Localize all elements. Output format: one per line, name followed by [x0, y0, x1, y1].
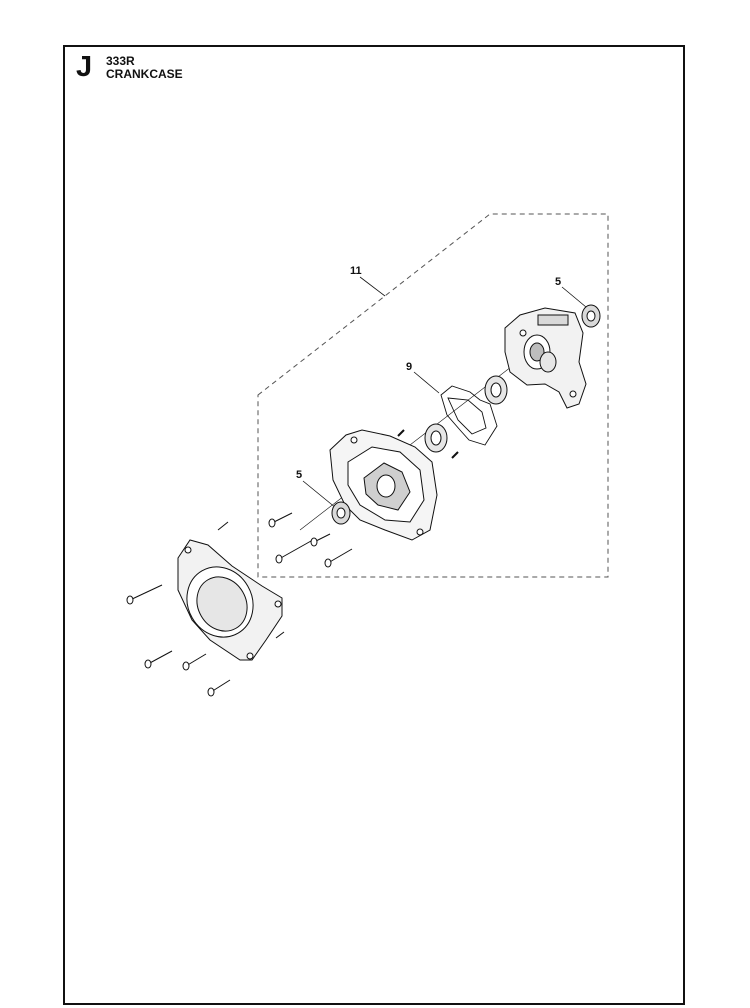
screw-head — [268, 518, 276, 528]
callout-5-left: 5 — [296, 469, 302, 481]
crankcase-screws — [268, 512, 353, 568]
leader-5-left — [302, 480, 337, 509]
screw-head — [310, 537, 318, 547]
assembly-boundary — [257, 213, 609, 578]
screw-head — [207, 687, 215, 697]
fan-housing — [177, 539, 283, 661]
seal-top — [581, 304, 601, 328]
callout-9: 9 — [406, 361, 412, 373]
leader-5-top — [561, 286, 587, 308]
crankcase-half-right — [504, 307, 587, 409]
screw-head — [126, 595, 134, 605]
housing-screws — [126, 521, 285, 697]
page-frame — [63, 45, 685, 1005]
dowel-pin — [397, 429, 405, 437]
bearing-center — [424, 423, 448, 453]
screw-head — [275, 554, 283, 564]
screw-head — [182, 661, 190, 671]
section-letter: J — [76, 51, 93, 83]
bearing-right — [484, 375, 508, 405]
leader-11 — [359, 276, 386, 297]
page-title: CRANKCASE — [106, 67, 183, 81]
leader-9 — [413, 371, 440, 394]
callout-5-top: 5 — [555, 276, 561, 288]
screw-head — [144, 659, 152, 669]
model-number: 333R — [106, 54, 135, 68]
screw-head — [324, 558, 332, 568]
gasket — [440, 385, 498, 446]
crankcase-half-left — [329, 429, 438, 541]
dowel-pin — [451, 451, 459, 459]
callout-11: 11 — [350, 265, 362, 277]
seal-left — [331, 501, 351, 525]
